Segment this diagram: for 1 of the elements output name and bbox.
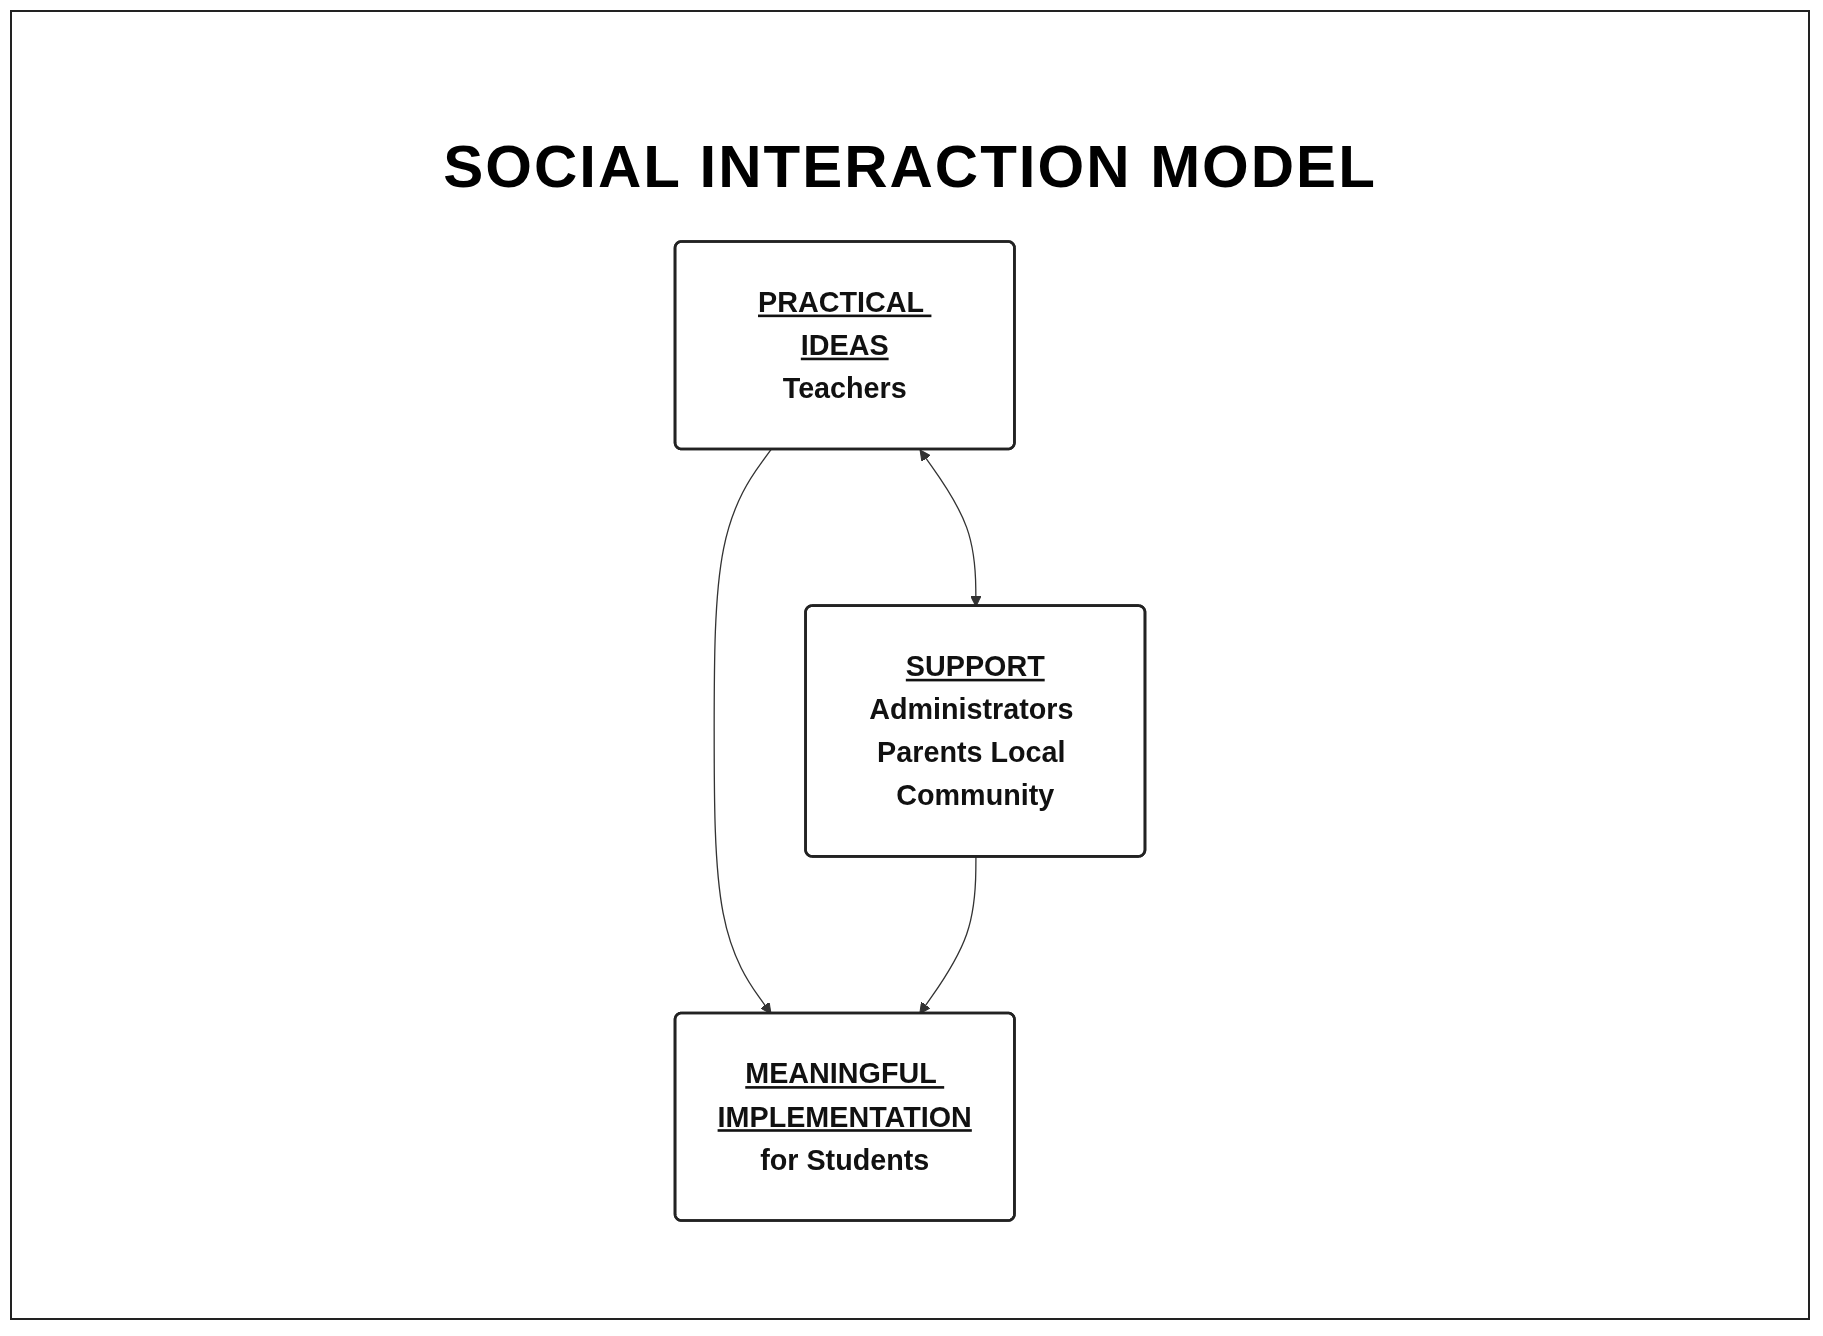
- diagram-title: SOCIAL INTERACTION MODEL: [442, 132, 1378, 201]
